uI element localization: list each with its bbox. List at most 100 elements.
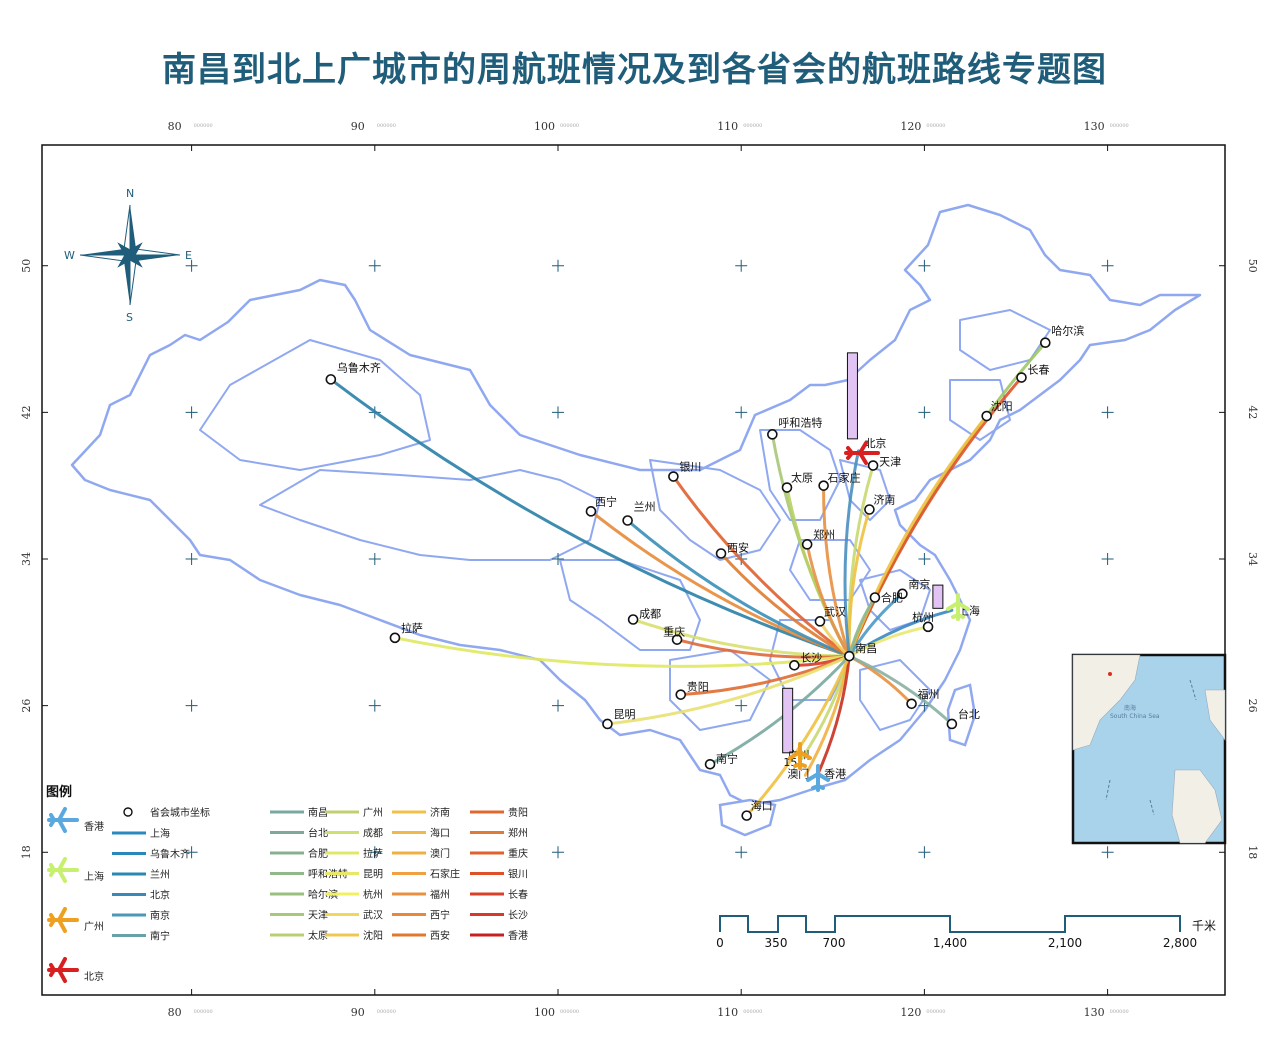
legend-line-label: 昆明 (363, 869, 383, 881)
graticule-cross (368, 259, 381, 272)
legend-line-label: 沈阳 (363, 929, 383, 942)
city-label-济南: 济南 (873, 493, 895, 507)
lon-tick-label-bottom: 120 (900, 1006, 921, 1019)
city-label-呼和浩特: 呼和浩特 (778, 415, 822, 429)
bar-上海 (932, 584, 944, 609)
legend-line-label: 台北 (308, 827, 328, 840)
lon-tick-label-top: 100 (534, 120, 555, 133)
legend-line-label: 郑州 (508, 827, 528, 840)
route-北京 (843, 449, 860, 658)
city-label-沈阳: 沈阳 (991, 399, 1013, 413)
lon-tick-sub-top: 000000 (1110, 123, 1129, 129)
city-label-西宁: 西宁 (595, 494, 617, 508)
city-marker-济南 (864, 504, 875, 515)
legend-line-label: 拉萨 (363, 847, 383, 860)
legend-line-label: 天津 (308, 910, 328, 922)
graticule-cross (185, 406, 198, 419)
graticule-cross (735, 699, 748, 712)
flight-routes (329, 341, 1047, 818)
city-marker-石家庄 (818, 480, 829, 491)
city-label-武汉: 武汉 (824, 605, 846, 618)
legend-line-label: 澳门 (430, 847, 450, 860)
legend-line-label: 香港 (508, 930, 528, 942)
compass-e: E (185, 249, 192, 262)
city-marker-南京 (897, 588, 908, 600)
legend-marker-label: 省会城市坐标 (150, 806, 210, 819)
lon-tick-sub-top: 000000 (377, 123, 396, 129)
lat-tick-label-left: 26 (20, 699, 33, 713)
legend-plane-icon (47, 807, 79, 833)
city-label-南昌: 南昌 (855, 642, 877, 655)
route-南京 (847, 592, 904, 658)
route-兰州 (626, 519, 851, 658)
city-marker-郑州 (801, 539, 813, 550)
legend-plane-icon (47, 907, 79, 933)
city-marker-兰州 (622, 515, 633, 526)
route-杭州 (847, 625, 930, 658)
lat-tick-label-left: 18 (20, 845, 33, 859)
scale-label: 0 (716, 936, 724, 950)
city-marker-哈尔滨 (1040, 337, 1051, 349)
legend-line-label: 合肥 (308, 847, 328, 860)
north-arrow: N S E W (64, 187, 192, 324)
lon-tick-label-top: 120 (900, 120, 921, 133)
city-label-贵阳: 贵阳 (687, 681, 709, 694)
scale-label: 1,400 (933, 936, 967, 950)
lat-tick-label-left: 34 (20, 552, 33, 566)
lon-tick-label-top: 130 (1084, 120, 1105, 133)
city-label-天津: 天津 (879, 456, 901, 469)
lon-tick-sub-top: 000000 (194, 123, 213, 129)
city-marker-太原 (781, 482, 793, 493)
lon-tick-label-bottom: 90 (351, 1006, 365, 1019)
compass-w: W (64, 249, 75, 262)
legend-line-label: 广州 (363, 807, 383, 819)
graticule-cross (735, 406, 748, 419)
legend-line-label: 贵阳 (508, 806, 528, 819)
lat-tick-label-right: 34 (1246, 552, 1259, 566)
city-marker-海口 (741, 810, 752, 821)
city-marker-南昌 (843, 650, 855, 662)
inset-sea-label-en: South China Sea (1110, 713, 1160, 720)
city-marker-呼和浩特 (767, 429, 778, 440)
legend-title: 图例 (46, 784, 72, 800)
legend-line-label: 福州 (430, 888, 450, 901)
legend-line-label: 北京 (150, 889, 170, 902)
city-marker-台北 (946, 718, 958, 730)
lon-tick-label-top: 110 (717, 120, 738, 133)
scale-label: 350 (765, 936, 788, 950)
city-label-重庆: 重庆 (663, 625, 685, 639)
city-label-昆明: 昆明 (613, 708, 635, 721)
city-marker-银川 (668, 471, 679, 482)
lat-tick-label-left: 50 (20, 259, 33, 273)
lon-tick-label-bottom: 130 (1084, 1006, 1105, 1019)
city-label-杭州: 杭州 (912, 610, 934, 624)
city-marker-杭州 (922, 621, 934, 633)
graticule-cross (1101, 406, 1114, 419)
graticule-cross (735, 846, 748, 859)
lon-tick-label-bottom: 100 (534, 1006, 555, 1019)
graticule-cross (368, 699, 381, 712)
legend-line-label: 重庆 (508, 847, 528, 860)
scale-label: 700 (823, 936, 846, 950)
bar-北京 (846, 352, 858, 440)
lat-tick-label-left: 42 (20, 405, 33, 419)
guangzhou-plane-icon (788, 742, 812, 770)
city-label-北京: 北京 (864, 436, 886, 450)
graticule-cross (1101, 553, 1114, 565)
legend-line-label: 兰州 (150, 868, 170, 881)
graticule-cross (552, 259, 564, 272)
city-label-澳门: 澳门 (787, 766, 809, 780)
legend-line-label: 上海 (150, 827, 170, 840)
legend-plane-label: 上海 (84, 870, 104, 883)
scale-unit: 千米 (1192, 919, 1216, 933)
legend-line-label: 武汉 (363, 909, 383, 922)
legend-line-label: 成都 (363, 828, 383, 840)
legend-line-label: 乌鲁木齐 (150, 848, 190, 861)
city-marker-成都 (627, 614, 639, 625)
graticule-cross (552, 846, 564, 859)
city-label-香港: 香港 (824, 767, 846, 780)
legend-line-label: 太原 (308, 929, 328, 942)
route-石家庄 (822, 484, 851, 658)
